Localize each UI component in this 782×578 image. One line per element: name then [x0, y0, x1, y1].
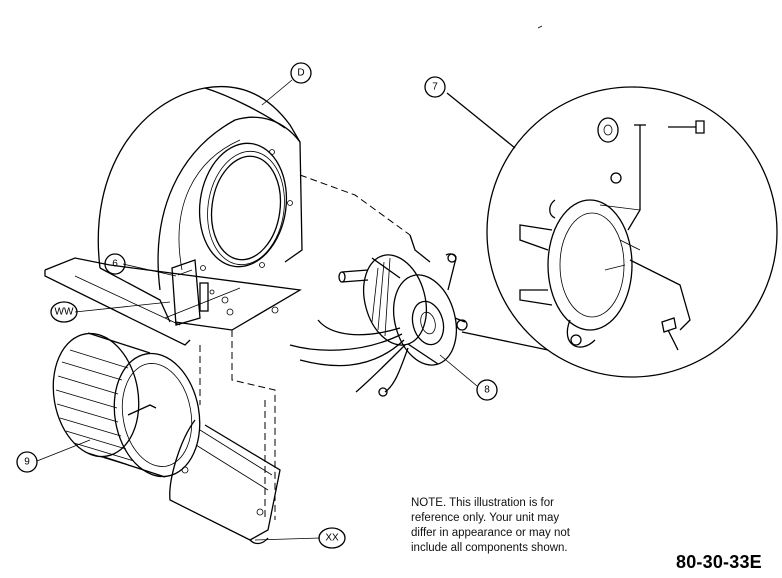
svg-text:9: 9 — [24, 457, 30, 468]
assembly-lines — [199, 174, 411, 520]
svg-text:6: 6 — [112, 259, 118, 270]
callout-blower-wheel: 9 — [16, 451, 38, 473]
svg-text:D: D — [297, 68, 304, 79]
note-line-2: reference only. Your unit may — [411, 512, 560, 524]
svg-text:XX: XX — [325, 533, 339, 544]
callout-motor: 8 — [476, 379, 498, 401]
callout-mount-screw: WW — [50, 301, 78, 323]
reference-note: NOTE. This illustration is for reference… — [411, 496, 626, 556]
note-line-4: include all components shown. — [411, 542, 568, 554]
blower-housing — [44, 85, 303, 346]
callout-leaders — [36, 79, 478, 541]
svg-text:WW: WW — [55, 307, 74, 318]
blower-wheel-drawing — [52, 332, 201, 478]
motor-drawing — [289, 234, 468, 397]
note-line-1: NOTE. This illustration is for — [411, 497, 554, 509]
svg-text:7: 7 — [432, 82, 438, 93]
note-line-3: differ in appearance or may not — [411, 527, 570, 539]
stray-mark — [537, 25, 543, 29]
diagram-part-code: 80-30-33E — [676, 552, 762, 572]
svg-text:8: 8 — [484, 385, 490, 396]
callout-housing: D — [290, 62, 312, 84]
motor-mount-detail — [446, 86, 778, 378]
callout-motor-bracket-detail: 7 — [424, 76, 446, 98]
callout-cutoff-plate: 6 — [104, 253, 126, 275]
housing-panel — [169, 419, 281, 545]
callout-housing-panel-screw: XX — [318, 527, 346, 549]
